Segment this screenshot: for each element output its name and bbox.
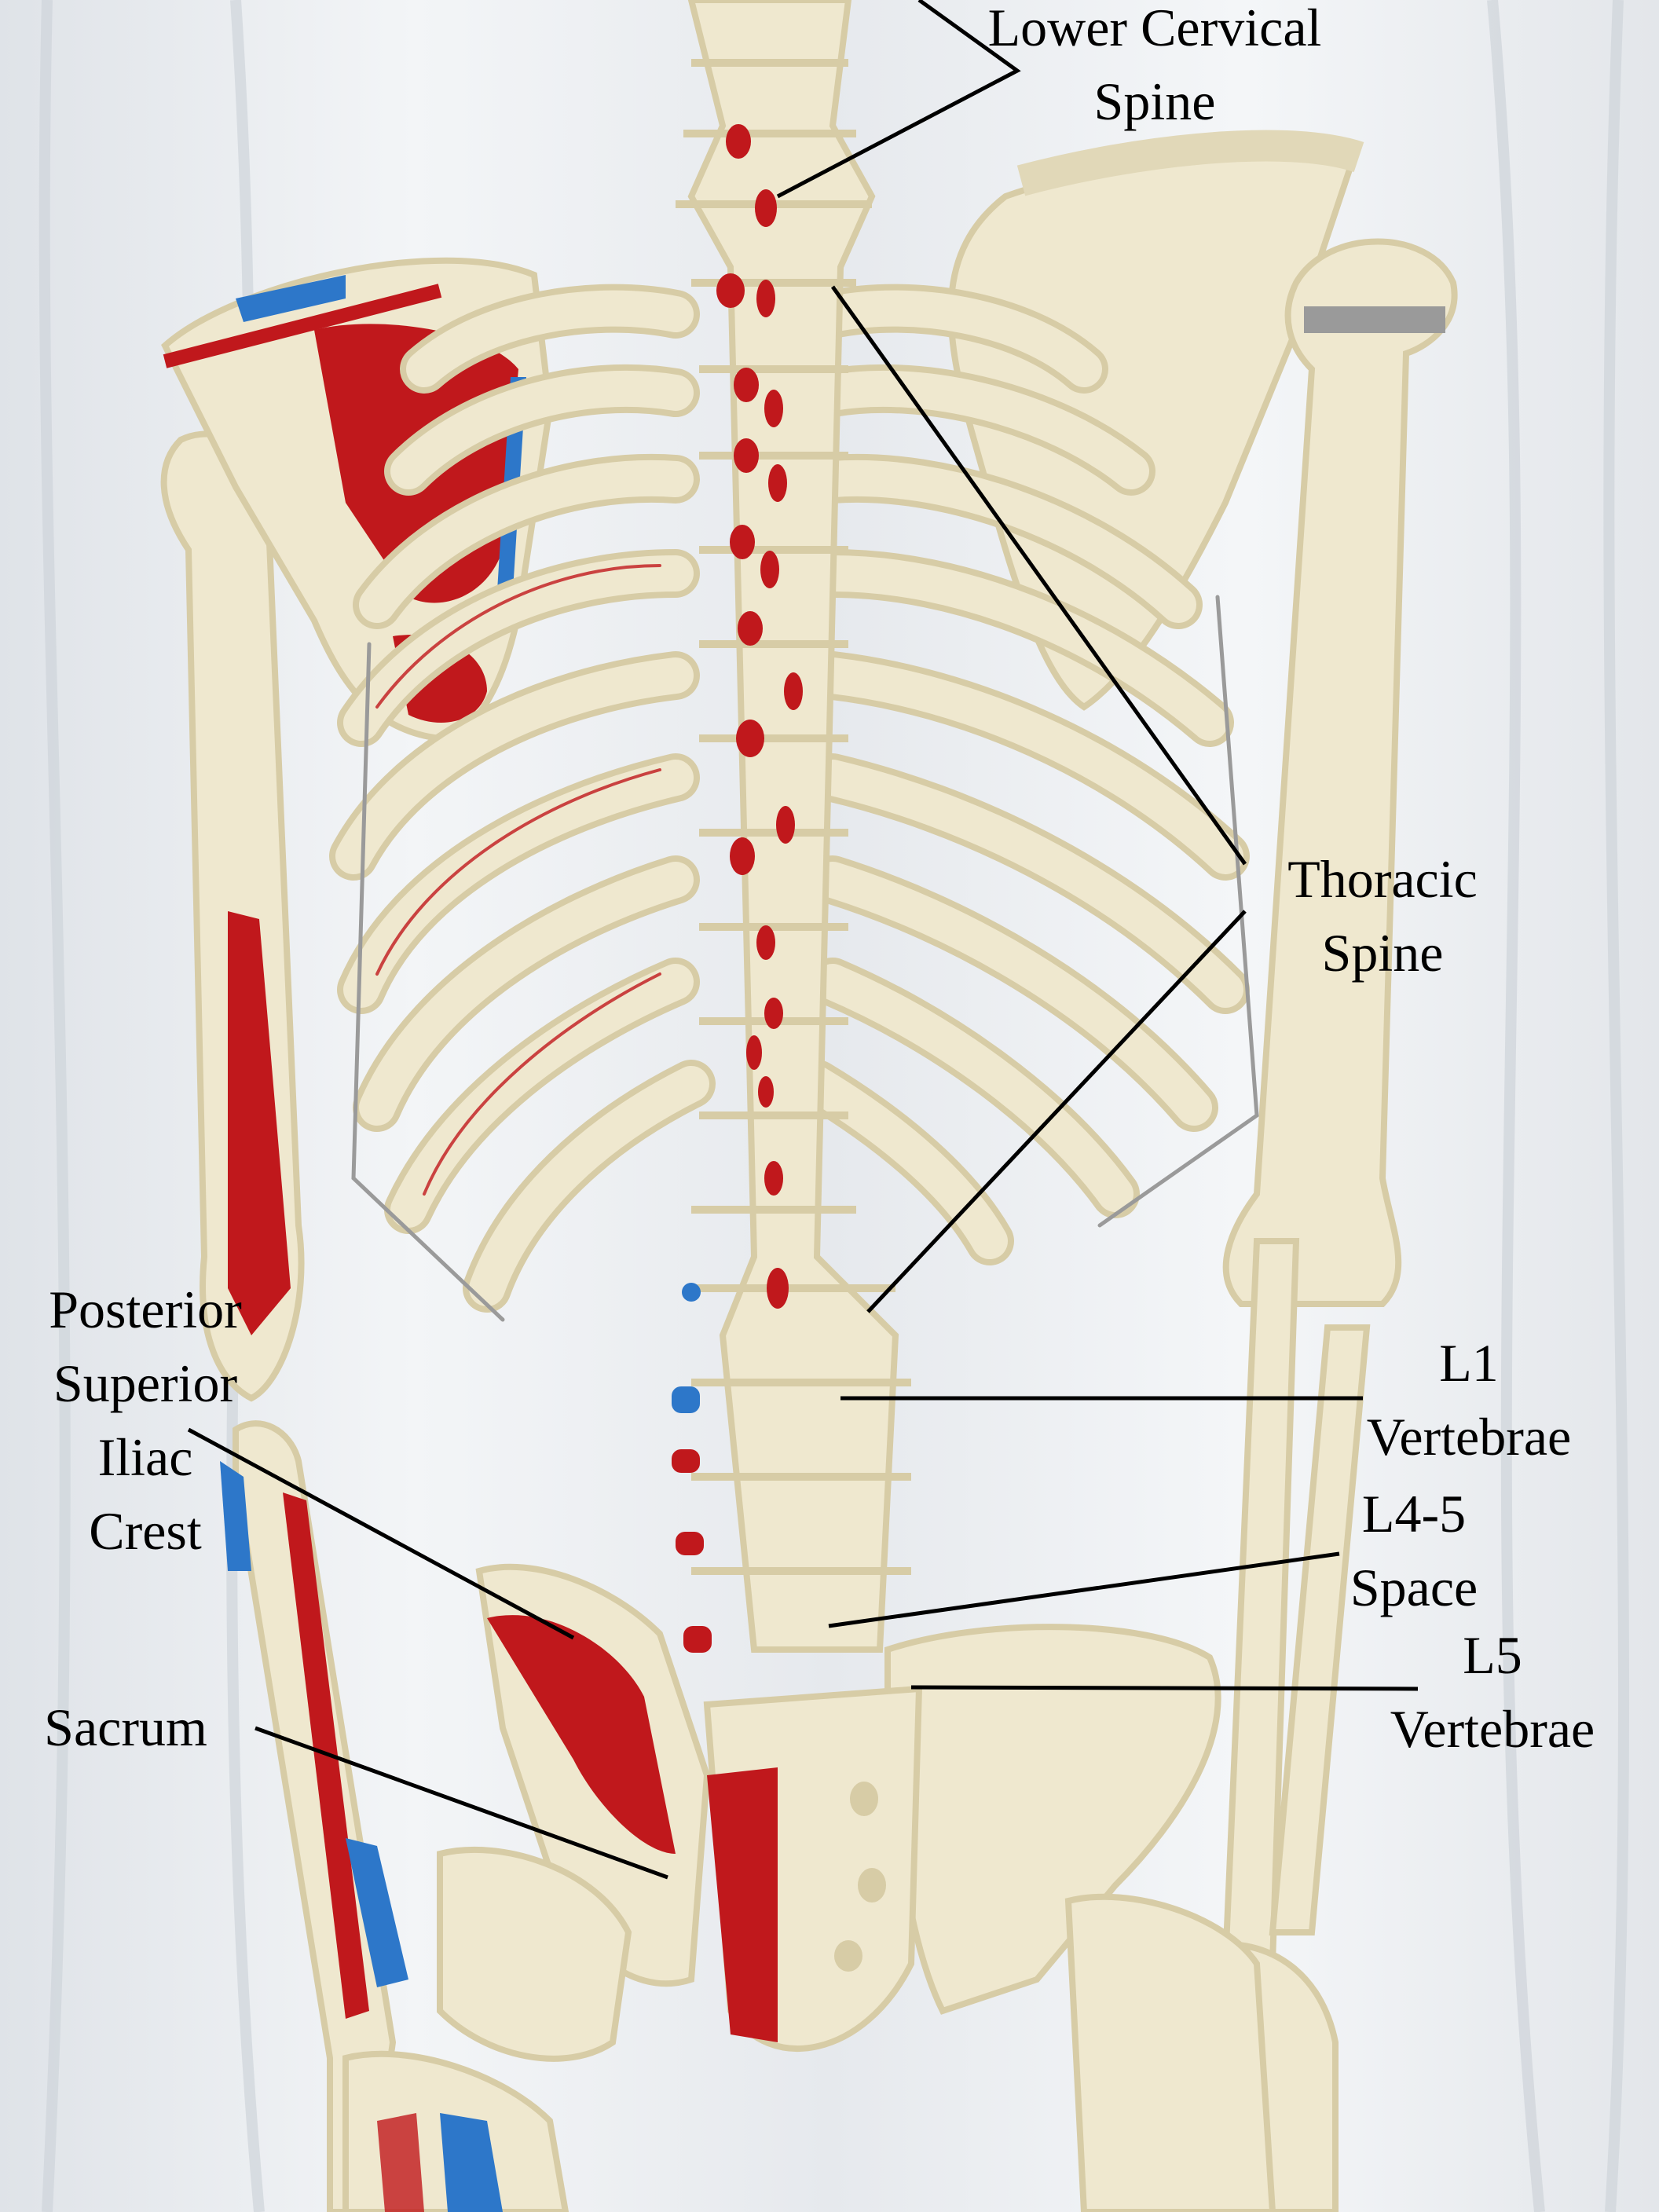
l1-vertebrae-label: L1 Vertebrae (1343, 1326, 1595, 1474)
label-line: Iliac (97, 1427, 193, 1487)
label-line: Vertebrae (1390, 1699, 1595, 1759)
thoracic-spine-label: Thoracic Spine (1257, 842, 1508, 990)
leader-lower-cervical (776, 0, 1021, 199)
label-line: L5 (1463, 1625, 1522, 1685)
label-line: Superior (53, 1353, 238, 1413)
l4-5-space-label: L4-5 Space (1328, 1477, 1500, 1624)
leader-psis (187, 1427, 575, 1640)
label-line: Space (1350, 1558, 1478, 1617)
label-line: Vertebrae (1366, 1407, 1572, 1467)
label-line: Crest (89, 1501, 202, 1561)
leader-thoracic (830, 285, 1247, 1313)
right-humerus (1222, 238, 1458, 1307)
label-line: Spine (1093, 71, 1216, 131)
label-line: Sacrum (44, 1697, 207, 1757)
vertebral-column (672, 0, 911, 1653)
right-scapula (947, 130, 1364, 711)
label-line: L1 (1439, 1333, 1499, 1393)
label-line: Spine (1321, 923, 1444, 983)
label-line: L4-5 (1361, 1484, 1467, 1544)
leader-l45 (828, 1551, 1340, 1628)
sacrum-label: Sacrum (16, 1690, 236, 1764)
left-hand (342, 2050, 569, 2212)
posterior-superior-iliac-crest-label: Posterior Superior Iliac Crest (16, 1273, 275, 1568)
label-line: Posterior (49, 1280, 242, 1339)
leader-lines (187, 0, 1419, 1880)
leader-l5 (910, 1685, 1419, 1691)
label-line: Thoracic (1287, 849, 1478, 909)
pelvis (437, 1563, 1276, 2212)
label-line: Lower Cervical (987, 0, 1322, 57)
leader-sacrum (255, 1726, 668, 1880)
l5-vertebrae-label: L5 Vertebrae (1367, 1618, 1618, 1766)
lower-cervical-spine-label: Lower Cervical Spine (935, 0, 1375, 138)
ribcage (329, 284, 1259, 1322)
